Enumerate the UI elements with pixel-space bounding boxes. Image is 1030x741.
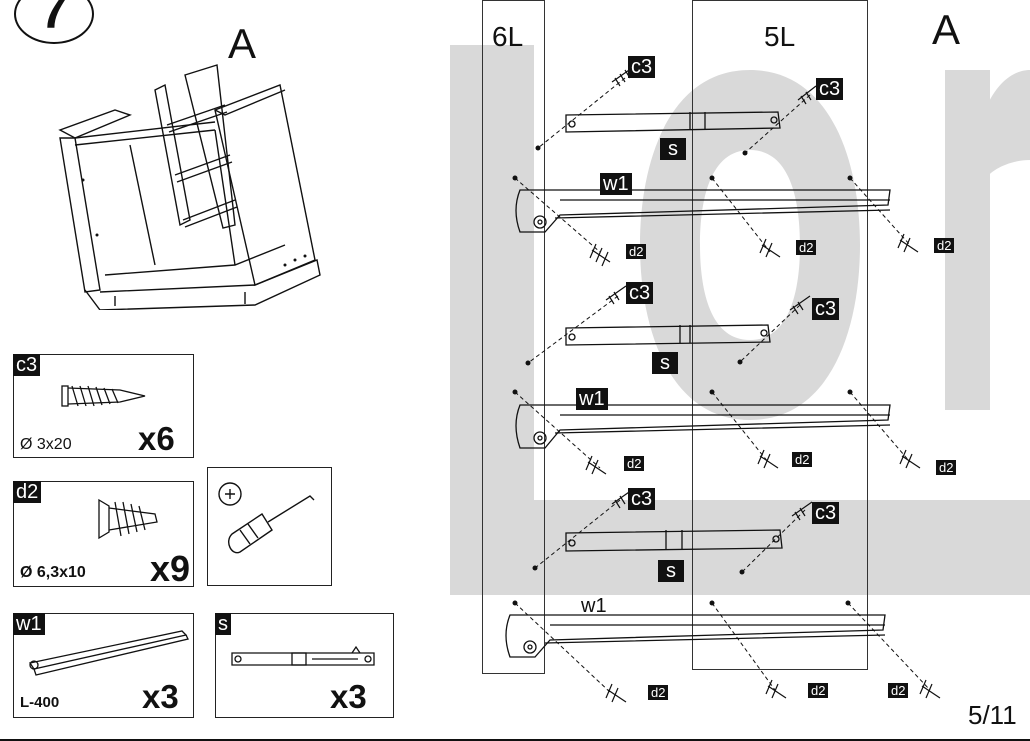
- part-code-w1: w1: [13, 613, 45, 635]
- step-number: 7: [40, 0, 68, 39]
- callout-s-1: s: [660, 138, 686, 160]
- callout-c3-3: c3: [626, 282, 654, 304]
- callout-d2-6: d2: [936, 460, 957, 475]
- bottom-rule: [0, 739, 1030, 741]
- callout-w1-3: w1: [581, 595, 607, 617]
- callout-d2-9: d2: [888, 683, 909, 698]
- panel-6l-label: 6L: [492, 21, 524, 52]
- part-qty-c3: x6: [138, 420, 175, 457]
- part-code-c3: c3: [13, 354, 41, 376]
- callout-d2-1: d2: [626, 244, 647, 259]
- callout-s-2: s: [652, 352, 678, 374]
- part-code-d2: d2: [13, 481, 42, 503]
- callout-c3-6: c3: [812, 502, 840, 524]
- callout-c3-4: c3: [812, 298, 840, 320]
- callout-c3-1: c3: [628, 56, 656, 78]
- part-spec-c3: Ø 3x20: [20, 436, 72, 453]
- cabinet-illustration: [58, 64, 321, 310]
- panel-5l: [692, 0, 868, 670]
- callout-d2-8: d2: [808, 683, 829, 698]
- callout-d2-4: d2: [624, 456, 645, 471]
- part-box-d2: [13, 481, 194, 587]
- page-number: 5/11: [968, 700, 1017, 730]
- part-spec-d2: Ø 6,3x10: [20, 564, 86, 581]
- drawer-runner-icon: [28, 630, 189, 676]
- part-qty-d2: x9: [150, 548, 191, 589]
- part-qty-w1: x3: [142, 678, 179, 715]
- callout-w1-2: w1: [576, 388, 608, 410]
- callout-w1-1: w1: [600, 173, 632, 195]
- drawer-runner-connector-icon: [231, 645, 375, 666]
- callout-d2-3: d2: [934, 238, 955, 253]
- callout-d2-7: d2: [648, 685, 669, 700]
- step-variant-label: A: [228, 20, 257, 67]
- part-qty-s: x3: [330, 678, 367, 715]
- callout-c3-2: c3: [816, 78, 844, 100]
- panel-6l: [482, 0, 545, 674]
- callout-s-3: s: [658, 560, 684, 582]
- panel-5l-label: 5L: [764, 21, 796, 52]
- callout-c3-5: c3: [628, 488, 656, 510]
- phillips-screwdriver-icon: [218, 482, 315, 554]
- callout-d2-2: d2: [796, 240, 817, 255]
- part-spec-w1: L-400: [20, 694, 60, 711]
- confirmat-screw-icon: [98, 498, 158, 540]
- diagram-variant-label: A: [932, 6, 961, 53]
- wood-screw-icon: [61, 385, 146, 407]
- callout-d2-5: d2: [792, 452, 813, 467]
- part-box-c3: [13, 354, 194, 458]
- part-code-s: s: [215, 613, 231, 635]
